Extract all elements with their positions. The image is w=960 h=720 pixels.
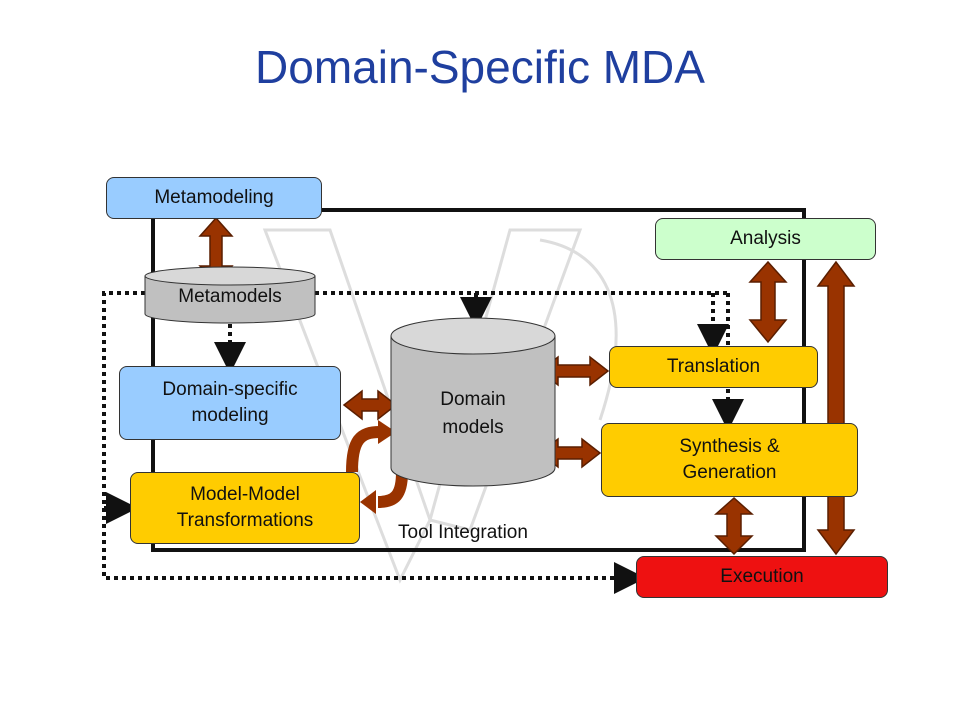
domain-specific-modeling-label: Domain-specific modeling	[162, 379, 298, 426]
page-title: Domain-Specific MDA	[255, 41, 705, 93]
domain-models-cylinder	[390, 317, 556, 487]
metamodeling-box: Metamodeling	[106, 177, 322, 219]
analysis-box: Analysis	[655, 218, 876, 260]
analysis-label: Analysis	[730, 228, 801, 249]
arrow-analysis-execution	[816, 260, 856, 556]
arrow-curve-domainmodels-to-transforms	[377, 471, 408, 508]
arrow-dsm-domainmodels	[342, 389, 398, 421]
model-transformations-box: Model-Model Transformations	[130, 472, 360, 544]
tool-integration-label: Tool Integration	[398, 522, 528, 543]
domain-specific-modeling-box: Domain-specific modeling	[119, 366, 341, 440]
synthesis-generation-box: Synthesis & Generation	[601, 423, 858, 497]
metamodels-cylinder	[144, 266, 316, 324]
translation-box: Translation	[609, 346, 818, 388]
translation-label: Translation	[666, 356, 761, 377]
arrow-domainmodels-translation	[538, 355, 610, 387]
arrow-curve-transforms-to-domainmodels	[346, 426, 381, 473]
metamodeling-label: Metamodeling	[154, 187, 274, 208]
arrow-synthesis-execution	[714, 496, 754, 556]
metamodels-label: Metamodels	[178, 286, 282, 307]
execution-label: Execution	[720, 566, 804, 587]
model-transformations-label: Model-Model Transformations	[176, 484, 314, 531]
synthesis-generation-label: Synthesis & Generation	[679, 436, 780, 483]
execution-box: Execution	[636, 556, 888, 598]
domain-models-label: Domain models	[440, 389, 506, 438]
arrow-analysis-translation	[748, 260, 788, 344]
